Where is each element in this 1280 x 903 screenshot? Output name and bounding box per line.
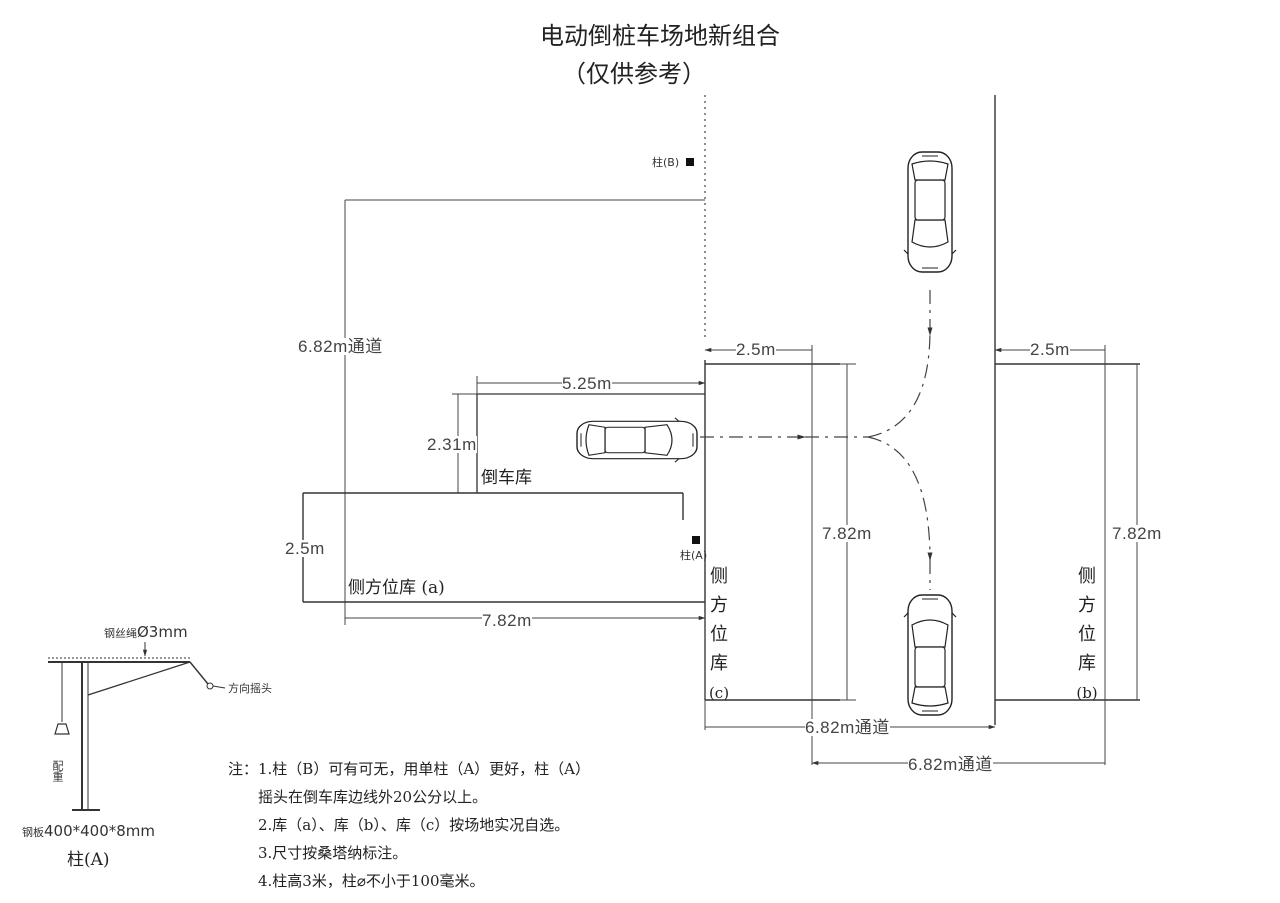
side-garage-a-label: 侧方位库 (a) [348,578,445,598]
dim-782-bottom: 7.82m [482,611,532,630]
dim-682-channel-bottom: 6.82m通道 [908,755,993,774]
dim-25-c: 2.5m [736,340,776,359]
pillar-b-marker [686,158,694,166]
note-line-5: 4.柱高3米，柱⌀不小于100毫米。 [258,872,485,890]
pillar-detail-caption: 柱(A) [67,850,110,870]
pillar-b-label: 柱(B) [652,156,680,169]
wire-rope-label: 钢丝绳Ø3mm [104,623,188,641]
plate-label: 钢板400*400*8mm [22,822,156,840]
dim-231: 2.31m [427,435,477,454]
path-curve-down [867,436,933,561]
crank-label: 方向摇头 [228,682,272,695]
path-curve-up [867,329,931,438]
dim-25-left: 2.5m [285,539,325,558]
car-left [576,417,698,463]
dim-782-b: 7.82m [1112,524,1162,543]
dim-682-channel-mid: 6.82m通道 [805,718,890,737]
side-garage-b-label: 侧 方 位 库 (b) [1076,566,1098,702]
pillar-a-marker [692,536,700,544]
counterweight-label: 配重 [51,760,64,782]
note-line-3: 2.库（a）、库（b）、库（c）按场地实况自选。 [258,816,570,834]
diagram-subtitle: （仅供参考） [562,60,706,88]
reverse-garage-label: 倒车库 [481,468,532,488]
diagram-title: 电动倒桩车场地新组合 [540,22,780,50]
dim-782-c: 7.82m [822,524,872,543]
car-bottom [903,594,957,716]
dim-25-b: 2.5m [1030,340,1070,359]
note-line-2: 摇头在倒车库边线外20公分以上。 [258,788,488,806]
side-garage-c-label: 侧 方 位 库 (c) [708,566,730,702]
pillar-a-detail [48,642,226,811]
pillar-a-label: 柱(A) [680,549,708,562]
dim-682-channel-left: 6.82m通道 [298,337,383,356]
note-line-4: 3.尺寸按桑塔纳标注。 [258,844,408,862]
car-top [903,151,957,273]
dim-525: 5.25m [562,374,612,393]
note-line-1: 注：1.柱（B）可有可无，用单柱（A）更好，柱（A） [228,760,591,778]
